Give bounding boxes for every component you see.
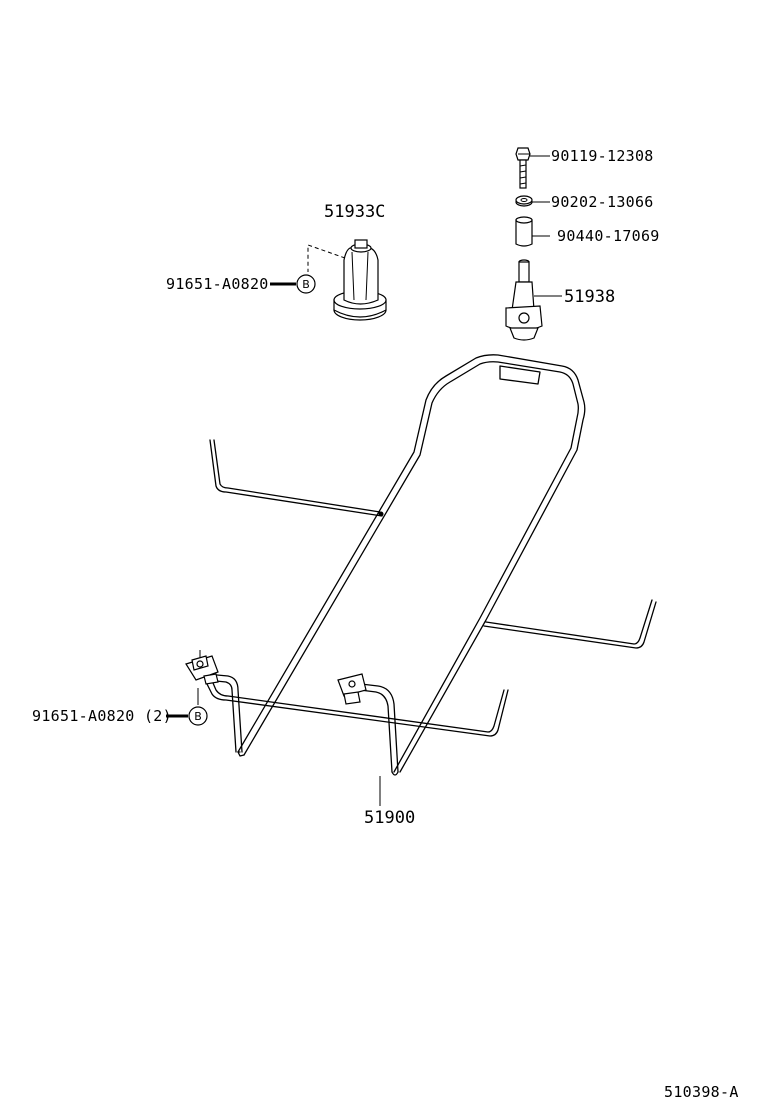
left-mount-bracket	[185, 650, 219, 685]
label-clip-cap: 51933C	[324, 202, 385, 222]
figure-id: 510398-A	[664, 1083, 739, 1101]
label-hook: 51938	[564, 287, 615, 307]
hook-icon	[505, 259, 543, 341]
spare-wheel-carrier-frame	[185, 354, 657, 776]
label-collar: 90440-17069	[557, 227, 660, 245]
ref-marker-top: B	[296, 274, 316, 294]
leader-lines	[166, 155, 562, 806]
svg-text:B: B	[302, 278, 310, 291]
label-carrier: 51900	[364, 808, 415, 828]
label-clip-top: 91651-A0820	[166, 275, 269, 293]
label-clip-bottom: 91651-A0820 (2)	[32, 707, 172, 725]
svg-text:B: B	[194, 710, 202, 723]
label-bolt: 90119-12308	[551, 147, 654, 165]
washer-icon	[515, 195, 533, 207]
label-washer: 90202-13066	[551, 193, 654, 211]
ref-marker-bottom: B	[188, 706, 208, 726]
right-mount-bracket	[337, 673, 367, 705]
collar-icon	[515, 216, 533, 247]
clip-cap-icon	[333, 239, 387, 321]
bolt-icon	[515, 147, 531, 189]
